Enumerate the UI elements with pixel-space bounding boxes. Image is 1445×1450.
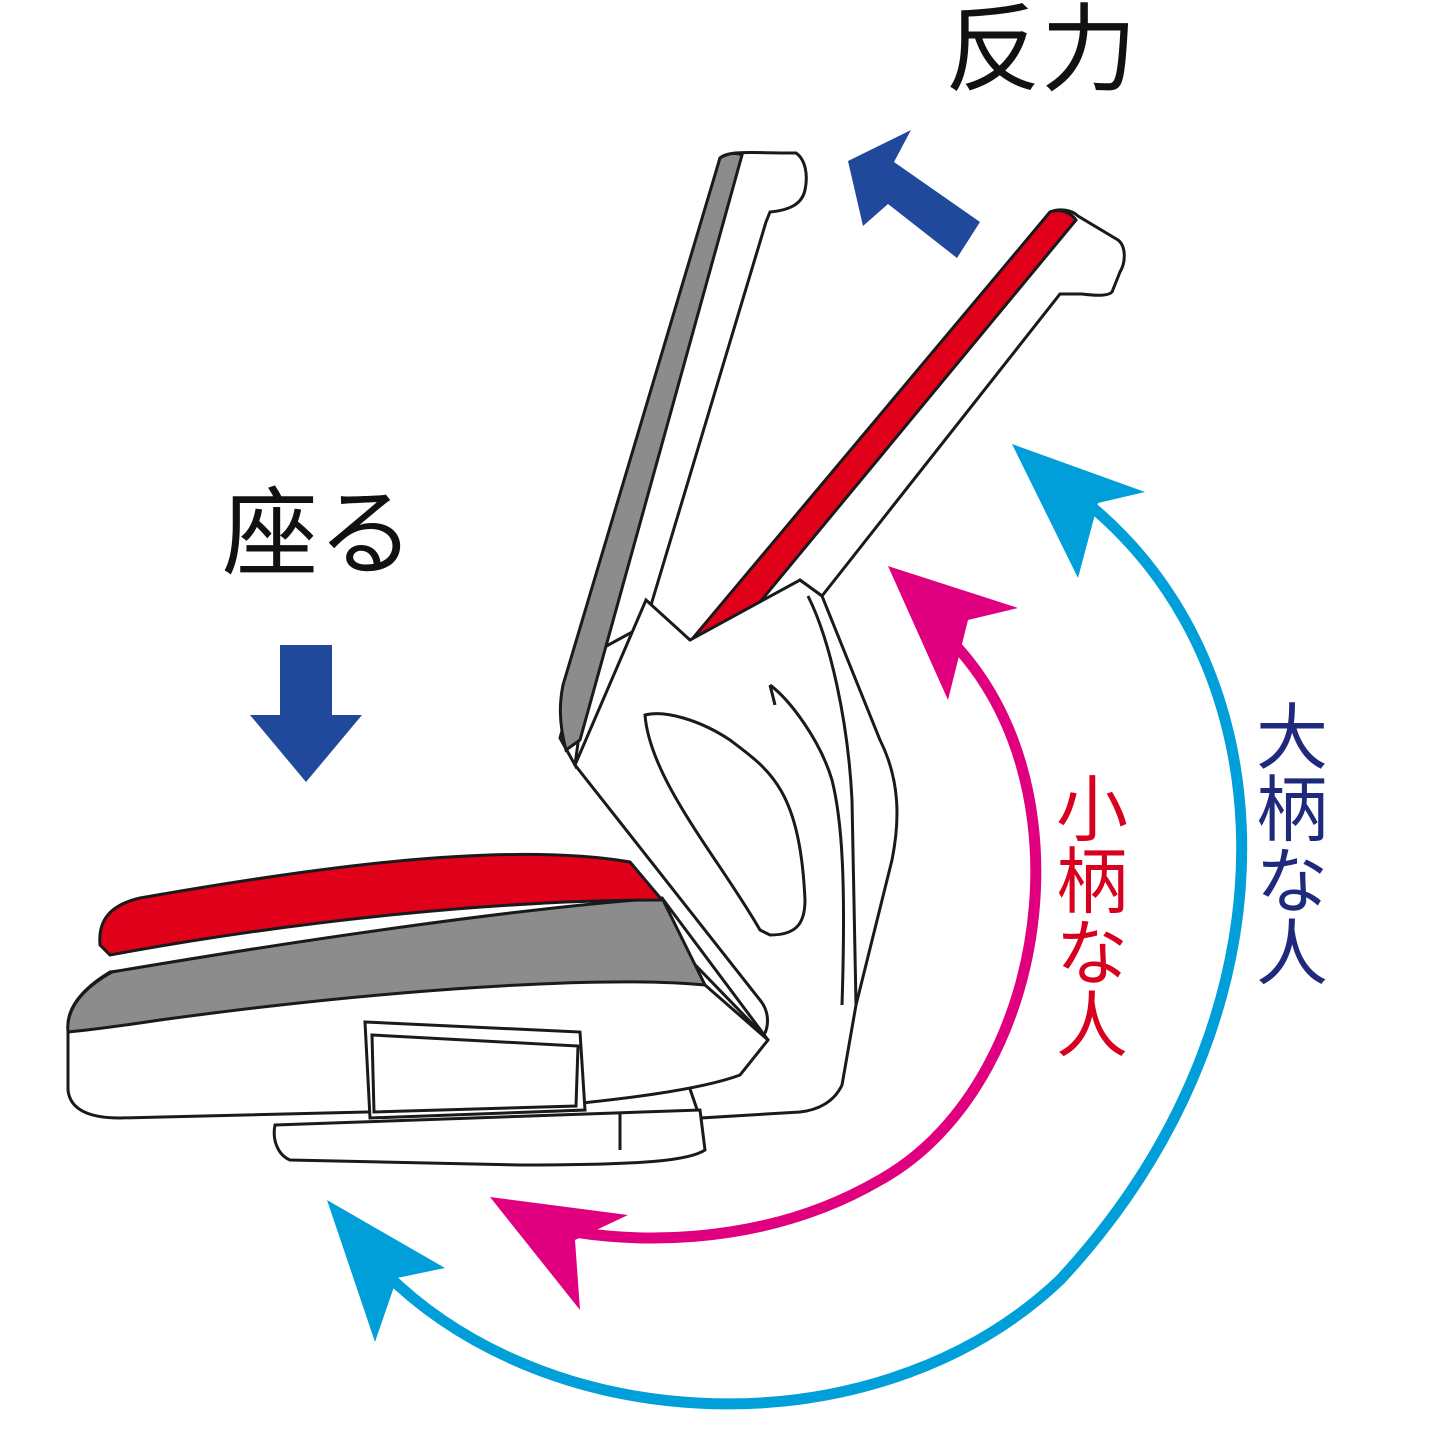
large-arc-head-top	[1012, 444, 1145, 578]
large-person-char: 大	[1255, 696, 1328, 780]
reaction-force-label: 反力	[945, 0, 1137, 106]
backrest-upright	[558, 151, 899, 1120]
large-arc-head-bottom	[327, 1200, 445, 1342]
small-person-char: 小	[1055, 768, 1128, 852]
small-person-char: 柄	[1055, 840, 1128, 924]
small-person-char: な	[1055, 912, 1128, 996]
seat	[66, 852, 770, 1167]
reaction-force-arrow-icon	[848, 130, 980, 258]
small-person-char: 人	[1055, 984, 1128, 1068]
small-person-label: 小 柄 な 人	[1052, 774, 1132, 1062]
large-person-char: な	[1255, 840, 1328, 924]
small-arc-head-top	[888, 566, 1018, 700]
small-person-arc	[538, 605, 1042, 1244]
small-arc-head-bottom	[490, 1197, 628, 1310]
sit-label: 座る	[222, 478, 414, 590]
sit-arrow-icon	[250, 645, 362, 782]
large-person-label: 大 柄 な 人	[1252, 702, 1332, 990]
large-person-arc	[355, 465, 1248, 1410]
large-person-char: 柄	[1255, 768, 1328, 852]
large-person-char: 人	[1255, 912, 1328, 996]
